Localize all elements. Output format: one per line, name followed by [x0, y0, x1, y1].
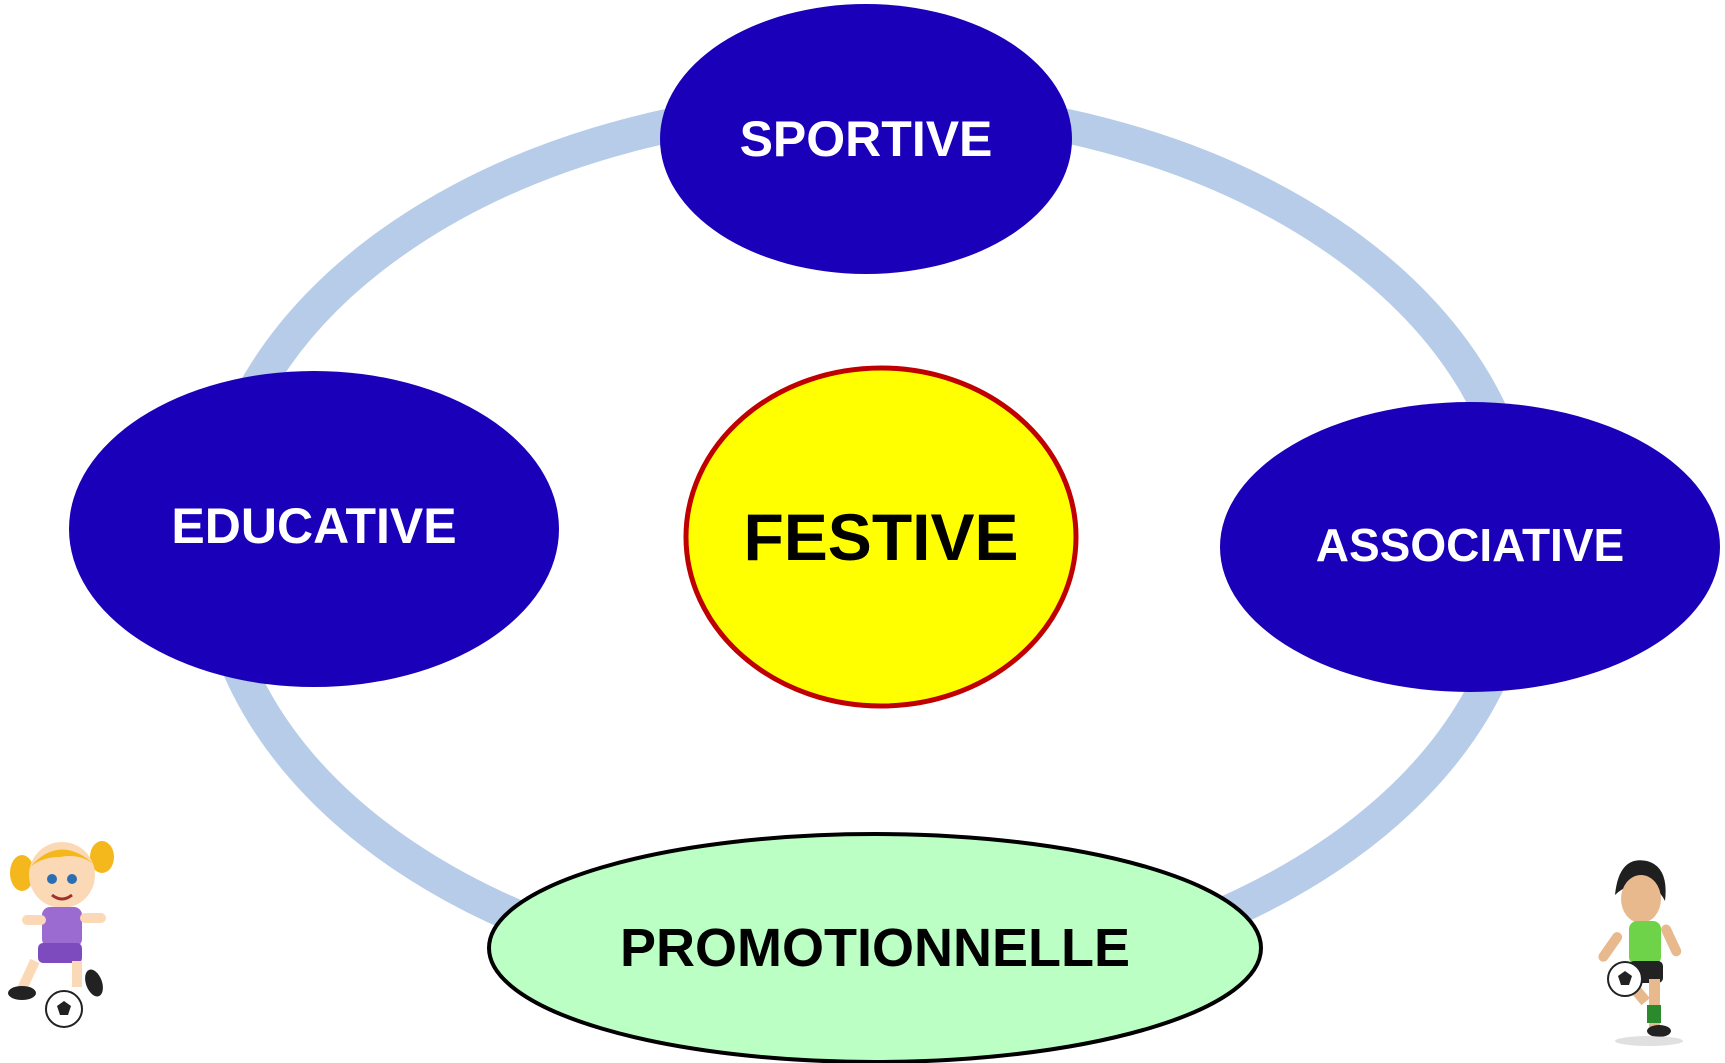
node-educative-label: EDUCATIVE: [171, 498, 456, 554]
node-promotionnelle-label: PROMOTIONNELLE: [620, 918, 1130, 978]
node-educative-shape: [69, 371, 559, 687]
node-promotionnelle-shape: [487, 832, 1263, 1063]
woman-juggling-soccer-ball-illustration: [1598, 860, 1683, 1046]
node-festive-label: FESTIVE: [743, 500, 1018, 574]
node-festive: FESTIVE: [683, 365, 1079, 709]
girl-playing-soccer-illustration: [8, 841, 114, 1028]
node-festive-shape: [683, 365, 1079, 709]
node-educative: EDUCATIVE: [69, 371, 559, 687]
node-associative-shape: [1220, 402, 1720, 692]
node-associative: ASSOCIATIVE: [1220, 402, 1720, 692]
node-sportive-label: SPORTIVE: [740, 111, 993, 167]
node-sportive-shape: [660, 4, 1072, 274]
node-associative-label: ASSOCIATIVE: [1316, 519, 1624, 571]
node-promotionnelle: PROMOTIONNELLE: [487, 832, 1263, 1063]
node-sportive: SPORTIVE: [660, 4, 1072, 274]
